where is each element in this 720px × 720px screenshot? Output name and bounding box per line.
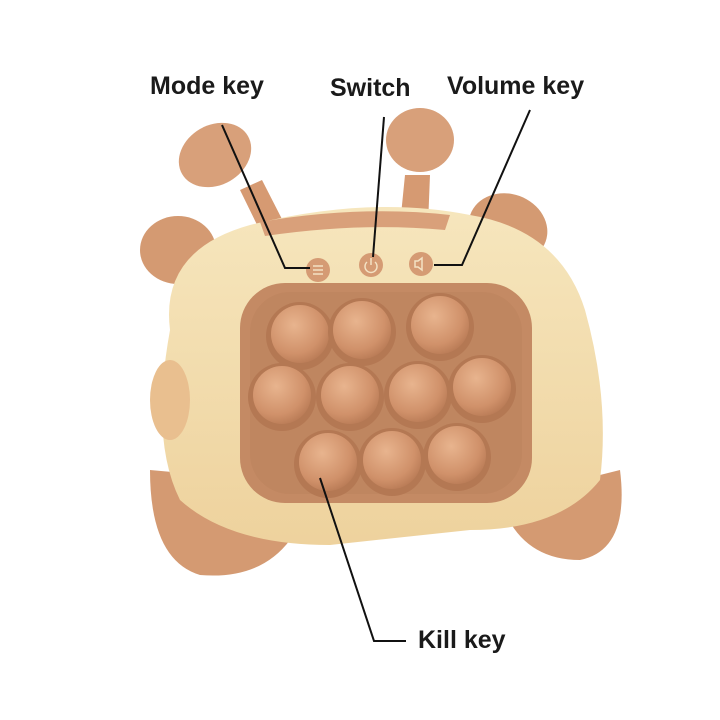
pop-bubble-button[interactable] <box>333 301 391 359</box>
kill-key-leader <box>319 477 406 642</box>
pop-bubble-button[interactable] <box>271 305 329 363</box>
mode-key-button[interactable] <box>306 258 330 282</box>
mode-key-label: Mode key <box>150 72 264 100</box>
volume-key-label: Volume key <box>447 72 585 100</box>
switch-button[interactable] <box>359 253 383 277</box>
speaker-icon <box>414 256 423 272</box>
switch-leader <box>372 116 385 258</box>
kill-key-label: Kill key <box>418 626 506 654</box>
pop-bubble-button[interactable] <box>363 431 421 489</box>
pop-bubble-button[interactable] <box>299 433 357 491</box>
volume-key-button[interactable] <box>409 252 433 276</box>
pop-bubble-button[interactable] <box>389 364 447 422</box>
switch-label: Switch <box>330 74 411 102</box>
pop-bubble-button[interactable] <box>411 296 469 354</box>
volume-key-leader <box>434 109 531 266</box>
pop-bubble-button[interactable] <box>253 366 311 424</box>
mode-key-leader <box>221 124 310 269</box>
pop-bubble-button[interactable] <box>321 366 379 424</box>
power-icon <box>364 258 378 274</box>
pop-bubble-button[interactable] <box>453 358 511 416</box>
menu-icon <box>313 265 323 275</box>
pop-bubble-button[interactable] <box>428 426 486 484</box>
left-horn <box>178 122 285 235</box>
